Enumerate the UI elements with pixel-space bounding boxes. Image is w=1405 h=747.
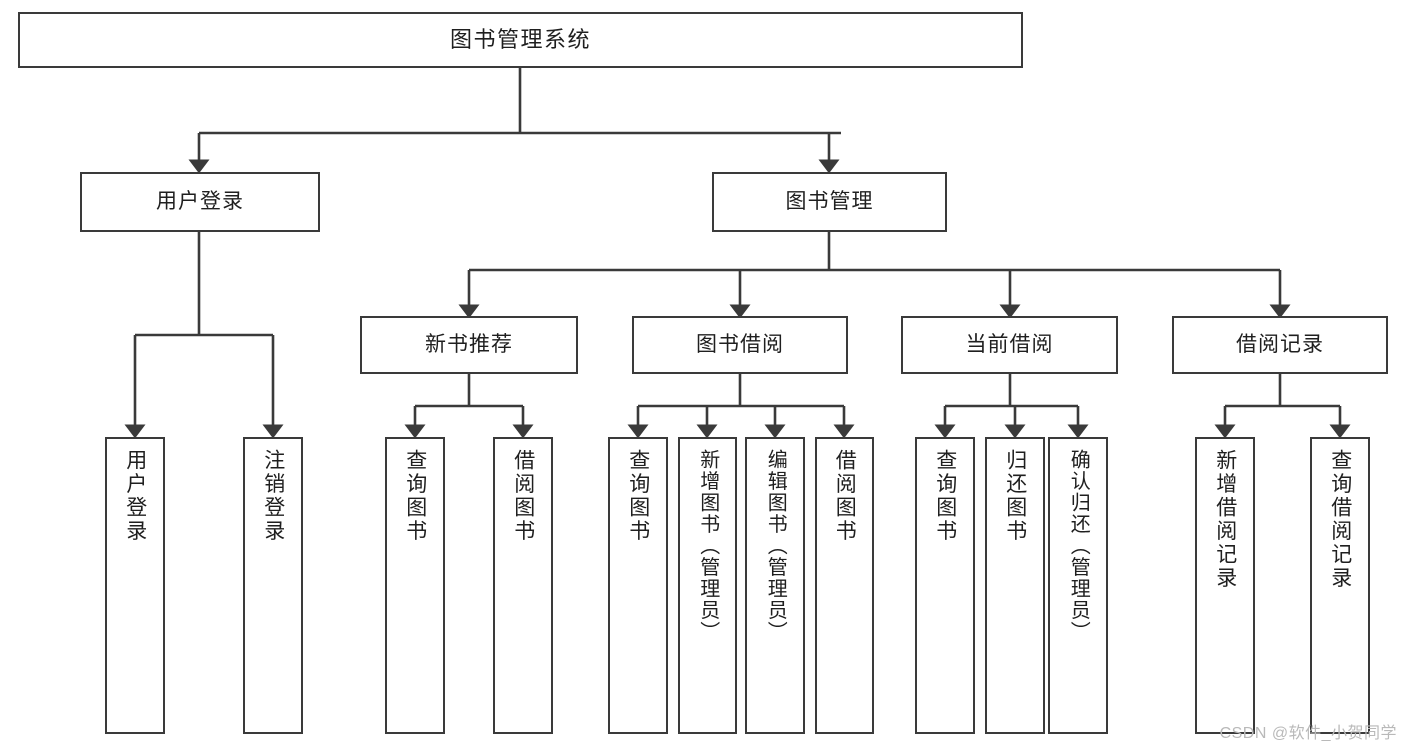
node-label: 借阅图书 — [511, 449, 535, 543]
node-new-book-recommend[interactable]: 新书推荐 — [360, 316, 578, 374]
node-book-borrow[interactable]: 图书借阅 — [632, 316, 848, 374]
node-borrow-record[interactable]: 借阅记录 — [1172, 316, 1388, 374]
leaf-current-borrow-confirm-return-admin[interactable]: 确认归还（管理员） — [1048, 437, 1108, 734]
node-label: 查询图书 — [626, 449, 650, 543]
node-label: 注销登录 — [261, 449, 285, 543]
node-label: 借阅记录 — [1236, 332, 1324, 356]
leaf-current-borrow-query-book[interactable]: 查询图书 — [915, 437, 975, 734]
node-label: 图书管理系统 — [449, 27, 591, 53]
leaf-book-borrow-add-book-admin[interactable]: 新增图书（管理员） — [678, 437, 737, 734]
leaf-book-borrow-query-book[interactable]: 查询图书 — [608, 437, 668, 734]
node-label: 当前借阅 — [965, 332, 1054, 356]
watermark-text: CSDN @软件_小贺同学 — [1219, 725, 1397, 742]
leaf-current-borrow-return-book[interactable]: 归还图书 — [985, 437, 1045, 734]
node-label: 新增图书（管理员） — [696, 449, 719, 643]
node-label: 用户登录 — [123, 449, 147, 543]
leaf-user-login-logout[interactable]: 注销登录 — [243, 437, 303, 734]
node-label: 查询图书 — [403, 449, 427, 543]
node-label: 新书推荐 — [425, 332, 513, 356]
leaf-new-book-query-book[interactable]: 查询图书 — [385, 437, 445, 734]
node-root-book-management-system[interactable]: 图书管理系统 — [18, 12, 1023, 68]
node-label: 查询借阅记录 — [1328, 449, 1352, 590]
node-label: 用户登录 — [156, 189, 244, 213]
node-label: 查询图书 — [933, 449, 957, 543]
node-label: 借阅图书 — [833, 449, 857, 543]
leaf-book-borrow-edit-book-admin[interactable]: 编辑图书（管理员） — [745, 437, 805, 734]
leaf-book-borrow-borrow-book[interactable]: 借阅图书 — [815, 437, 874, 734]
node-book-management[interactable]: 图书管理 — [712, 172, 947, 232]
leaf-user-login-login[interactable]: 用户登录 — [105, 437, 165, 734]
node-label: 图书管理 — [785, 189, 874, 213]
node-label: 归还图书 — [1003, 449, 1027, 543]
node-label: 图书借阅 — [696, 332, 784, 356]
node-current-borrow[interactable]: 当前借阅 — [901, 316, 1118, 374]
node-label: 新增借阅记录 — [1213, 449, 1237, 590]
leaf-borrow-record-query-record[interactable]: 查询借阅记录 — [1310, 437, 1370, 734]
leaf-borrow-record-add-record[interactable]: 新增借阅记录 — [1195, 437, 1255, 734]
node-user-login[interactable]: 用户登录 — [80, 172, 320, 232]
node-label: 确认归还（管理员） — [1067, 449, 1090, 643]
leaf-new-book-borrow-book[interactable]: 借阅图书 — [493, 437, 553, 734]
node-label: 编辑图书（管理员） — [764, 449, 787, 643]
